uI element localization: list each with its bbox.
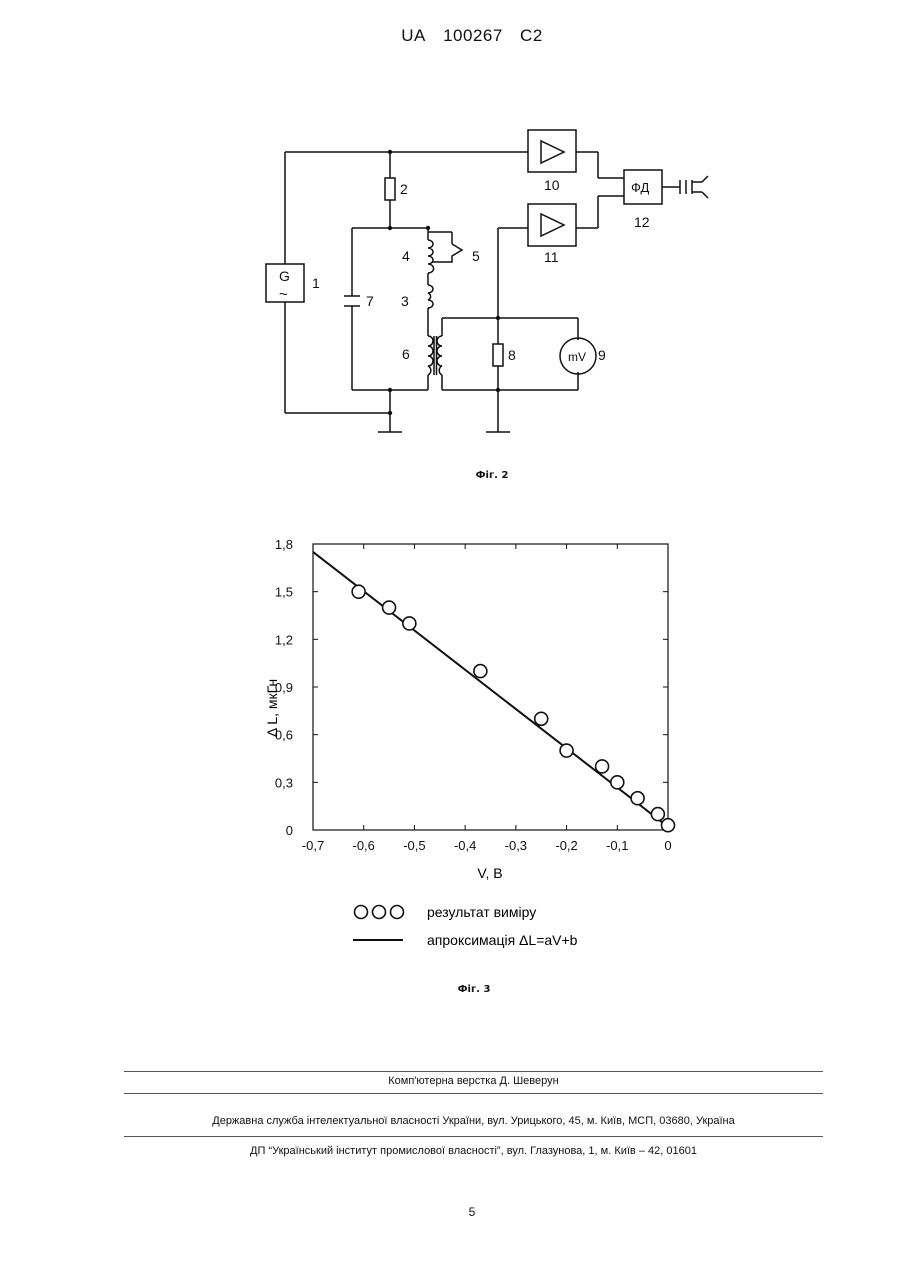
phase-detector-label: ФД (631, 180, 649, 195)
x-tick-label: 0 (664, 838, 671, 853)
footer-divider (124, 1071, 823, 1072)
patent-number: 100267 (443, 26, 503, 45)
patent-country: UA (401, 26, 426, 45)
measurement-point (403, 617, 416, 630)
chart-y-ticks: 00,30,60,91,21,51,8 (275, 537, 668, 838)
label-2: 2 (400, 181, 408, 197)
transformer-core (434, 336, 437, 375)
x-tick-label: -0,1 (606, 838, 628, 853)
label-1: 1 (312, 275, 320, 291)
amplifier-10 (528, 130, 576, 172)
generator-letter: G (279, 268, 290, 284)
measurement-point (611, 776, 624, 789)
y-tick-label: 0 (286, 823, 293, 838)
label-6: 6 (402, 346, 410, 362)
x-tick-label: -0,3 (505, 838, 527, 853)
tap-5-arrow (432, 244, 462, 262)
label-3: 3 (401, 293, 409, 309)
label-12: 12 (634, 214, 650, 230)
measurement-point (560, 744, 573, 757)
legend-measurement-label: результат виміру (427, 904, 536, 920)
millivoltmeter-label: mV (568, 350, 586, 364)
footer-office: Державна служба інтелектуальної власност… (124, 1115, 823, 1127)
coil-6-secondary (437, 336, 442, 375)
resistor-2 (385, 178, 395, 200)
measurement-point (596, 760, 609, 773)
label-8: 8 (508, 347, 516, 363)
figure3-caption: Фіг. 3 (434, 984, 514, 995)
footer-divider (124, 1136, 823, 1137)
amplifier-11 (528, 204, 576, 246)
y-tick-label: 1,5 (275, 585, 293, 600)
label-4: 4 (402, 248, 410, 264)
page-number: 5 (0, 1205, 901, 1219)
x-tick-label: -0,7 (302, 838, 324, 853)
chart-y-label: Δ L, мкГн (264, 679, 280, 737)
legend-marker-circles (355, 906, 404, 919)
x-tick-label: -0,4 (454, 838, 476, 853)
patent-kind: C2 (520, 26, 543, 45)
patent-header: UA 100267 C2 (0, 26, 901, 46)
x-tick-label: -0,5 (403, 838, 425, 853)
measurement-point (662, 819, 675, 832)
label-7: 7 (366, 293, 374, 309)
x-tick-label: -0,2 (555, 838, 577, 853)
measurement-point (474, 665, 487, 678)
chart-legend: результат виміру апроксимація ΔL=aV+b (345, 900, 645, 955)
measurement-point (535, 712, 548, 725)
label-11: 11 (544, 249, 559, 265)
coil-6-primary (428, 336, 433, 375)
label-5: 5 (472, 248, 480, 264)
chart-x-label: V, B (477, 865, 502, 881)
footer-institute: ДП “Український інститут промислової вла… (124, 1145, 823, 1157)
label-9: 9 (598, 347, 606, 363)
y-tick-label: 1,8 (275, 537, 293, 552)
coil-4 (428, 240, 434, 273)
y-tick-label: 1,2 (275, 632, 293, 647)
capacitor-7 (344, 296, 360, 306)
resistor-8 (493, 344, 503, 366)
circuit-diagram: G ~ 1 2 3 4 5 6 7 8 9 10 11 12 ФД mV (250, 120, 720, 440)
coil-3 (428, 285, 433, 308)
footer-divider (124, 1093, 823, 1094)
chart-series (313, 552, 675, 832)
y-tick-label: 0,3 (275, 775, 293, 790)
measurement-point (352, 585, 365, 598)
footer-layout-credit: Комп'ютерна верстка Д. Шеверун (124, 1075, 823, 1087)
generator-tilde: ~ (279, 286, 288, 303)
measurement-point (383, 601, 396, 614)
x-tick-label: -0,6 (353, 838, 375, 853)
measurement-point (631, 792, 644, 805)
measurement-point (651, 808, 664, 821)
figure2-caption: Фіг. 2 (452, 470, 532, 481)
legend-approximation-label: апроксимація ΔL=aV+b (427, 932, 578, 948)
label-10: 10 (544, 177, 560, 193)
voltage-inductance-chart: -0,7-0,6-0,5-0,4-0,3-0,2-0,10 00,30,60,9… (250, 528, 690, 888)
